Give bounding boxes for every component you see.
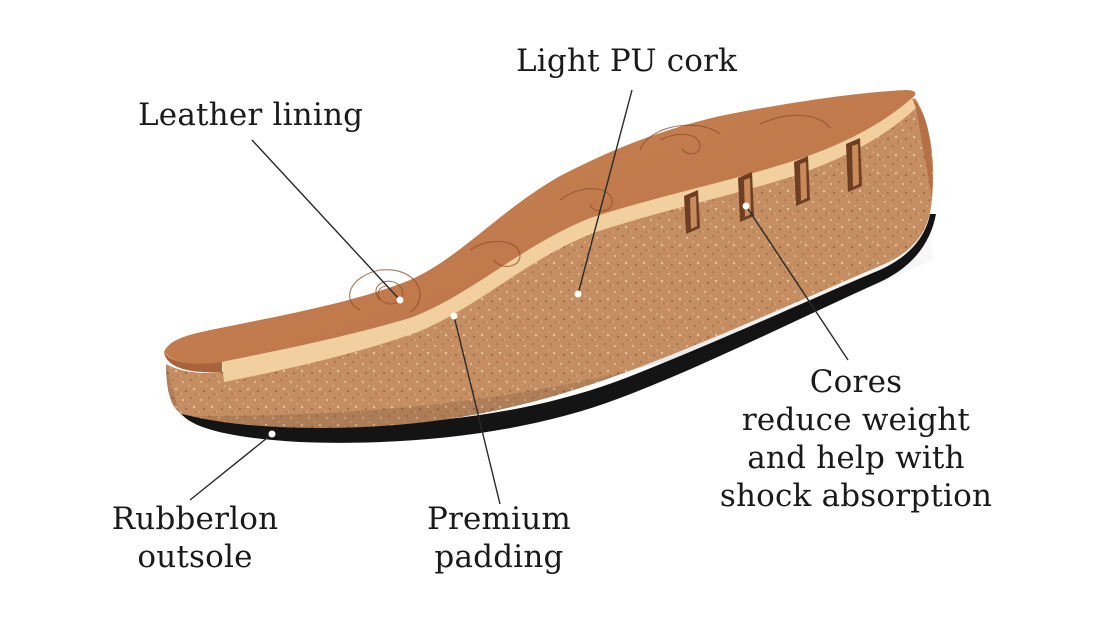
leader-dot-premium [450,312,458,320]
label-light-pu-cork: Light PU cork [516,43,738,79]
ventilation-cores [684,138,862,234]
label-cores-line: and help with [747,440,965,476]
label-leather-lining: Leather lining [138,97,364,133]
label-rubberlon-outsole: Rubberlon outsole [100,500,290,576]
premium-padding-layer [222,96,916,382]
leader-line-premium [453,315,501,505]
leader-dot-leather-lining [396,296,404,304]
leader-line-leather-lining [251,139,401,301]
leader-dot-cores [742,202,750,210]
leader-line-cores [745,205,849,361]
leader-dot-rubberlon [268,430,276,438]
label-premium-padding: Premium padding [404,500,594,576]
leader-dot-light-pu-cork [574,290,582,298]
label-rubberlon-line: outsole [137,539,253,575]
label-premium-line: padding [434,539,564,575]
label-cores-line: shock absorption [719,478,993,514]
label-premium-line: Premium [426,501,572,537]
label-cores-line: reduce weight [741,402,971,438]
label-cores-line: Cores [809,364,903,400]
label-cores: Cores reduce weight and help with shock … [706,363,1006,515]
leader-line-light-pu-cork [577,89,633,295]
leader-line-rubberlon [189,433,273,501]
leather-lining-layer [164,90,916,365]
label-rubberlon-line: Rubberlon [111,501,279,537]
leather-swirl-pattern [349,114,831,313]
